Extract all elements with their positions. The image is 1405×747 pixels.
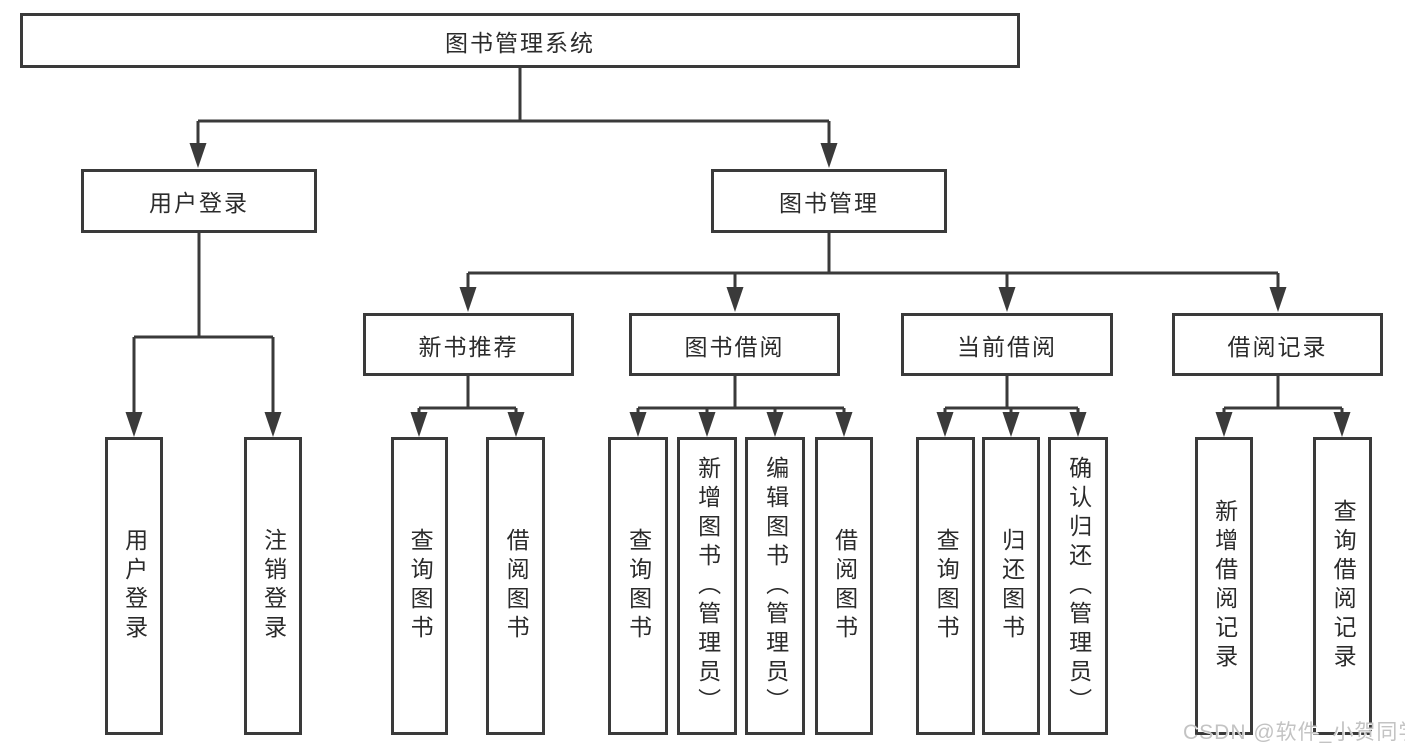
node-user-login-label: 用户登录 xyxy=(149,190,249,216)
arrowheads-new-book xyxy=(410,412,525,437)
leaf-query-borrow-record-label: 查询借阅记录 xyxy=(1330,499,1357,673)
leaf-confirm-return-admin-label: 确认归还（管理员） xyxy=(1065,455,1092,717)
arrowhead xyxy=(698,412,716,437)
leaf-borrow-books-recommend: 借阅图书 xyxy=(486,437,545,735)
leaf-add-borrow-record: 新增借阅记录 xyxy=(1195,437,1253,735)
leaf-logout-label: 注销登录 xyxy=(260,528,287,644)
leaf-edit-book-admin: 编辑图书（管理员） xyxy=(745,437,805,735)
leaf-borrow-books-label: 借阅图书 xyxy=(831,528,858,644)
node-book-management-label: 图书管理 xyxy=(779,190,879,216)
edge-current-borrow-to-leaves xyxy=(943,376,1080,416)
leaf-logout: 注销登录 xyxy=(244,437,302,735)
csdn-watermark: CSDN @软件_小贺同学 xyxy=(1183,721,1405,744)
leaf-confirm-return-admin: 确认归还（管理员） xyxy=(1048,437,1108,735)
edge-new-book-to-leaves xyxy=(417,376,518,416)
arrowhead xyxy=(629,412,647,437)
node-current-borrow: 当前借阅 xyxy=(901,313,1113,376)
arrowhead xyxy=(726,287,744,312)
leaf-add-book-admin: 新增图书（管理员） xyxy=(677,437,737,735)
edge-root-to-level2 xyxy=(196,68,831,148)
leaf-query-books-borrow: 查询图书 xyxy=(608,437,668,735)
edge-user-login-to-leaves xyxy=(132,233,275,416)
leaf-edit-book-admin-label: 编辑图书（管理员） xyxy=(762,455,789,717)
leaf-user-login: 用户登录 xyxy=(105,437,163,735)
arrowhead xyxy=(820,143,838,168)
arrowhead xyxy=(1002,412,1020,437)
arrowhead xyxy=(1269,287,1287,312)
edge-borrow-records-to-leaves xyxy=(1222,376,1344,416)
node-borrow-records-label: 借阅记录 xyxy=(1227,333,1328,360)
arrowhead xyxy=(1333,412,1351,437)
node-root-label: 图书管理系统 xyxy=(445,29,595,56)
leaf-query-books-recommend-label: 查询图书 xyxy=(407,528,434,644)
arrowhead xyxy=(998,287,1016,312)
arrowhead xyxy=(766,412,784,437)
leaf-borrow-books: 借阅图书 xyxy=(815,437,873,735)
arrowhead xyxy=(507,412,525,437)
edge-book-management-to-level3 xyxy=(466,233,1280,292)
arrowhead xyxy=(936,412,954,437)
arrowhead xyxy=(1215,412,1233,437)
node-book-borrow: 图书借阅 xyxy=(629,313,840,376)
node-new-book-recommend: 新书推荐 xyxy=(363,313,574,376)
arrowhead xyxy=(189,143,207,168)
leaf-add-book-admin-label: 新增图书（管理员） xyxy=(694,455,721,717)
leaf-return-book: 归还图书 xyxy=(982,437,1040,735)
node-new-book-recommend-label: 新书推荐 xyxy=(418,333,519,360)
edge-book-borrow-to-leaves xyxy=(636,376,846,416)
leaf-query-books-recommend: 查询图书 xyxy=(391,437,448,735)
arrowheads-book-borrow xyxy=(629,412,853,437)
arrowhead xyxy=(125,412,143,437)
leaf-borrow-books-recommend-label: 借阅图书 xyxy=(503,528,530,644)
node-book-management: 图书管理 xyxy=(711,169,947,233)
arrowhead xyxy=(459,287,477,312)
arrowhead xyxy=(264,412,282,437)
node-user-login: 用户登录 xyxy=(81,169,317,233)
leaf-add-borrow-record-label: 新增借阅记录 xyxy=(1211,499,1238,673)
leaf-return-book-label: 归还图书 xyxy=(998,528,1025,644)
node-book-borrow-label: 图书借阅 xyxy=(684,333,785,360)
node-current-borrow-label: 当前借阅 xyxy=(957,333,1057,360)
arrowhead xyxy=(835,412,853,437)
leaf-query-books-current-label: 查询图书 xyxy=(933,528,960,644)
node-root: 图书管理系统 xyxy=(20,13,1020,68)
arrowhead xyxy=(410,412,428,437)
arrowheads-level2 xyxy=(189,143,838,168)
arrowheads-level3 xyxy=(459,287,1287,312)
leaf-query-books-borrow-label: 查询图书 xyxy=(625,528,652,644)
arrowheads-borrow-records xyxy=(1215,412,1351,437)
node-borrow-records: 借阅记录 xyxy=(1172,313,1383,376)
leaf-query-borrow-record: 查询借阅记录 xyxy=(1313,437,1372,735)
leaf-query-books-current: 查询图书 xyxy=(916,437,975,735)
leaf-user-login-label: 用户登录 xyxy=(121,528,148,644)
arrowheads-user-login xyxy=(125,412,282,437)
arrowhead xyxy=(1069,412,1087,437)
arrowheads-current-borrow xyxy=(936,412,1087,437)
